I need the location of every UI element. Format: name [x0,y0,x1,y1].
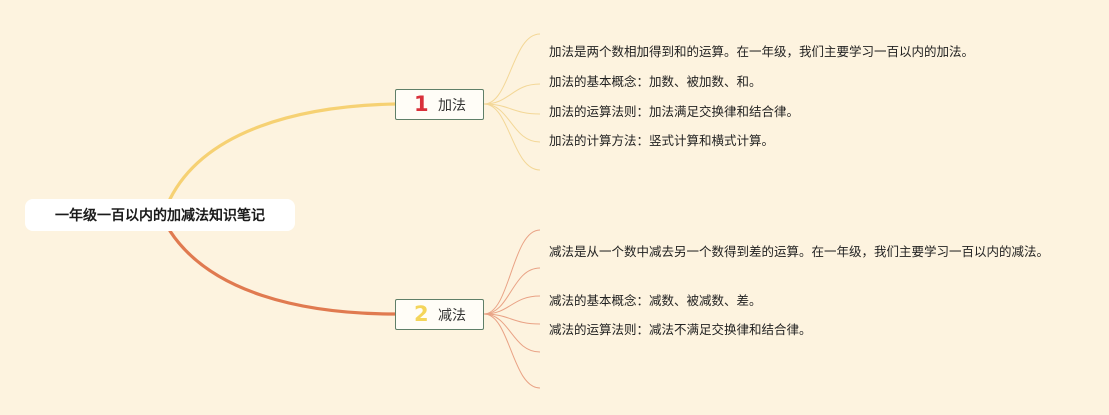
number-one-icon: 1 [414,92,429,116]
branch1-leaf2-connector [483,83,541,105]
branch2-leaf4-connector [483,313,541,325]
branch1-leaf1-connector [483,33,541,105]
root-topic[interactable]: 一年级一百以内的加减法知识笔记 [25,199,295,231]
addition-note-rules[interactable]: 加法的运算法则：加法满足交换律和结合律。 [549,104,800,119]
addition-note-concepts[interactable]: 加法的基本概念：加数、被加数、和。 [549,74,762,89]
root-branch2-connector [168,229,397,316]
branch-topic-label: 加法 [438,97,466,114]
addition-note-definition[interactable]: 加法是两个数相加得到和的运算。在一年级，我们主要学习一百以内的加法。 [549,44,975,59]
subtraction-note-concepts[interactable]: 减法的基本概念：减数、被减数、差。 [549,293,762,308]
branch2-leaf1-connector [483,229,541,315]
subtraction-note-definition[interactable]: 减法是从一个数中减去另一个数得到差的运算。在一年级，我们主要学习一百以内的减法。 [549,244,1050,259]
branch2-leaf3-connector [483,295,541,315]
branch1-leaf4-connector [483,103,541,143]
number-two-icon: 2 [414,302,429,326]
addition-note-methods[interactable]: 加法的计算方法：竖式计算和横式计算。 [549,133,775,148]
branch-topic-addition[interactable]: 1 加法 [395,89,484,120]
branch-topic-label: 减法 [438,307,466,324]
branch-topic-subtraction[interactable]: 2 减法 [395,299,484,330]
branch2-leaf6-connector [483,313,541,389]
root-topic-label: 一年级一百以内的加减法知识笔记 [55,208,265,224]
branch2-leaf5-connector [483,313,541,353]
branch2-leaf2-connector [483,267,541,315]
branch1-leaf3-connector [483,103,541,115]
branch1-leaf5-connector [483,103,541,171]
subtraction-note-rules[interactable]: 减法的运算法则：减法不满足交换律和结合律。 [549,322,812,337]
root-branch1-connector [168,102,397,201]
